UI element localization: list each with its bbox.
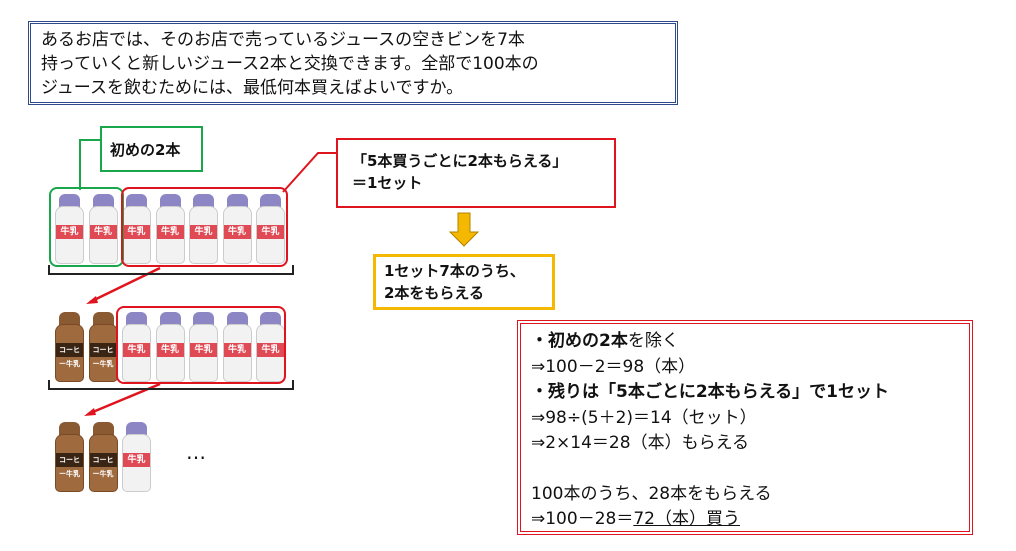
milk-bottle-icon: 牛乳 (155, 312, 186, 382)
solution-line: ⇒98÷(5＋2)＝14（セット） (531, 407, 757, 428)
question-line: あるお店では、そのお店で売っているジュースの空きビンを7本 (41, 30, 525, 50)
milk-bottle-icon: 牛乳 (255, 194, 286, 264)
milk-bottle-icon: 牛乳 (54, 194, 85, 264)
milk-bottle-icon: 牛乳 (222, 312, 253, 382)
milk-bottle-icon: 牛乳 (121, 312, 152, 382)
bottle-label: 牛乳 (156, 343, 184, 357)
coffee-milk-bottle-icon: コーヒー牛乳 (88, 312, 119, 382)
set-line: ＝1セット (352, 174, 423, 192)
bottle-label: コーヒー牛乳 (89, 453, 117, 478)
bottle-label: コーヒー牛乳 (89, 343, 117, 368)
answer: 72（本）買う (633, 509, 740, 529)
solution-box: ・初めの2本を除く ⇒100－2＝98（本） ・残りは「5本ごとに2本もらえる」… (517, 320, 973, 535)
set-definition-box: 「5本買うごとに2本もらえる」 ＝1セット (336, 138, 616, 208)
ellipsis: … (186, 440, 206, 464)
milk-bottle-icon: 牛乳 (188, 194, 219, 264)
bottle-label: コーヒー牛乳 (56, 453, 83, 478)
solution-line: ⇒100－2＝98（本） (531, 356, 696, 377)
bottle-label: 牛乳 (257, 225, 284, 239)
milk-bottle-icon: 牛乳 (88, 194, 119, 264)
set-line: 「5本買うごとに2本もらえる」 (352, 152, 568, 170)
set-group (121, 187, 288, 267)
bottle-label: 牛乳 (56, 225, 83, 239)
bold-text: ・初めの2本 (531, 331, 628, 351)
question-box: あるお店では、そのお店で売っているジュースの空きビンを7本 持っていくと新しいジ… (28, 21, 678, 105)
coffee-milk-bottle-icon: コーヒー牛乳 (54, 312, 85, 382)
first-two-group (49, 187, 124, 267)
milk-bottle-icon: 牛乳 (121, 422, 152, 492)
down-arrow-icon (448, 212, 480, 247)
bottle-label: 牛乳 (190, 225, 217, 239)
bottle-label: 牛乳 (223, 343, 251, 357)
bottle-label: コーヒー牛乳 (56, 343, 83, 368)
bottle-label: 牛乳 (89, 225, 117, 239)
milk-bottle-icon: 牛乳 (222, 194, 253, 264)
milk-bottle-icon: 牛乳 (188, 312, 219, 382)
coffee-milk-bottle-icon: コーヒー牛乳 (54, 422, 85, 492)
first-two-label: 初めの2本 (100, 126, 203, 172)
text: を除く (627, 331, 679, 351)
text: ⇒100－28＝ (531, 509, 634, 529)
question-line: ジュースを飲むためには、最低何本買えばよいですか。 (41, 78, 464, 98)
solution-line: ⇒2×14＝28（本）もらえる (531, 433, 750, 453)
result-line: 2本をもらえる (384, 284, 484, 302)
bottle-label: 牛乳 (257, 343, 284, 357)
bottle-label: 牛乳 (223, 225, 251, 239)
bottle-label: 牛乳 (156, 225, 184, 239)
bottle-label: 牛乳 (123, 225, 150, 239)
question-line: 持っていくと新しいジュース2本と交換できます。全部で100本の (41, 54, 539, 74)
solution-line: 100本のうち、28本をもらえる (531, 483, 772, 504)
row-bracket (48, 380, 294, 390)
milk-bottle-icon: 牛乳 (155, 194, 186, 264)
bottle-label: 牛乳 (123, 343, 150, 357)
set-result-box: 1セット7本のうち、 2本をもらえる (373, 254, 555, 310)
result-line: 1セット7本のうち、 (384, 262, 525, 280)
bottle-label: 牛乳 (123, 453, 150, 467)
set-group (116, 306, 286, 384)
solution-line: ⇒100－28＝72（本）買う (531, 507, 959, 533)
solution-line: ・残りは「5本ごとに2本もらえる」で1セット (531, 382, 889, 402)
solution-line: ・初めの2本を除く (531, 329, 959, 355)
bottle-label: 牛乳 (190, 343, 217, 357)
row-bracket (48, 265, 294, 275)
milk-bottle-icon: 牛乳 (121, 194, 152, 264)
coffee-milk-bottle-icon: コーヒー牛乳 (88, 422, 119, 492)
